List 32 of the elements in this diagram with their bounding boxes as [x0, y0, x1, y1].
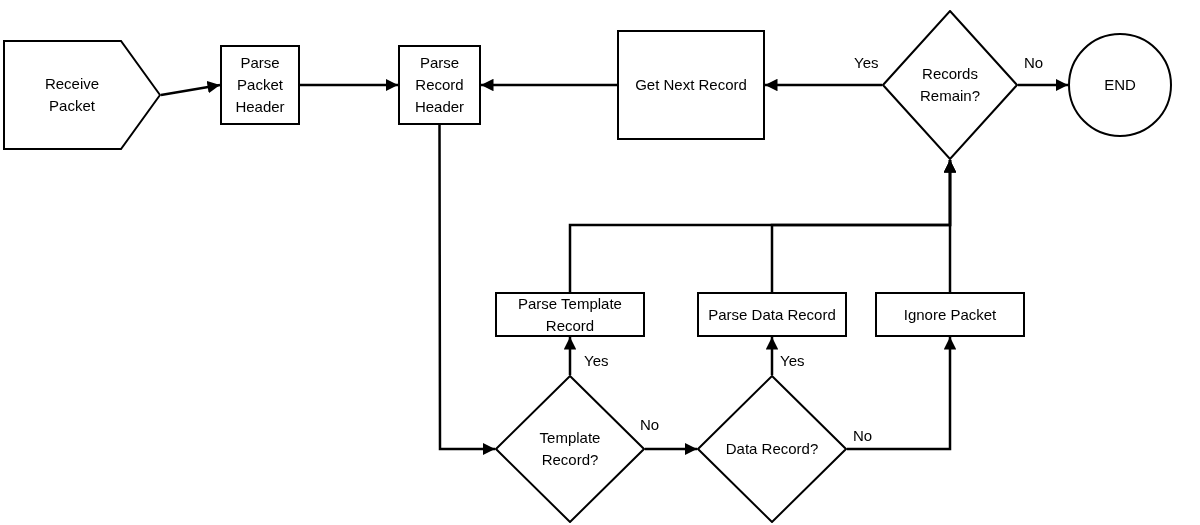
node-label: Data Record?	[725, 439, 819, 459]
node-label: Parse Record Header	[413, 53, 466, 117]
node-label: Parse Template Record	[517, 293, 623, 336]
decision-diamond	[882, 10, 1018, 160]
process-box	[495, 292, 645, 337]
node-label: END	[1104, 75, 1136, 95]
process-box	[617, 30, 765, 140]
arrow	[481, 78, 617, 92]
process-box	[697, 292, 847, 337]
arrow	[765, 78, 882, 92]
arrow	[438, 125, 495, 456]
arrow	[645, 442, 697, 456]
node-label: Parse Packet Header	[234, 53, 286, 117]
arrow	[765, 337, 779, 375]
node-label: Get Next Record	[635, 75, 747, 95]
node-label: Parse Data Record	[708, 304, 836, 325]
decision-diamond	[697, 375, 847, 523]
node-label: Ignore Packet	[903, 304, 997, 325]
process-box	[875, 292, 1025, 337]
arrow	[160, 80, 221, 97]
arrow	[847, 337, 957, 451]
end-circle	[1068, 33, 1172, 137]
node-label: Records Remain?	[919, 64, 981, 106]
arrow	[1018, 78, 1068, 92]
input-pentagon	[3, 40, 161, 150]
process-box	[220, 45, 300, 125]
arrow	[563, 337, 577, 375]
node-label: Template Record?	[538, 428, 602, 470]
arrow	[300, 78, 398, 92]
process-box	[398, 45, 481, 125]
arrow	[943, 160, 957, 292]
node-label: Receive Packet	[43, 74, 101, 116]
